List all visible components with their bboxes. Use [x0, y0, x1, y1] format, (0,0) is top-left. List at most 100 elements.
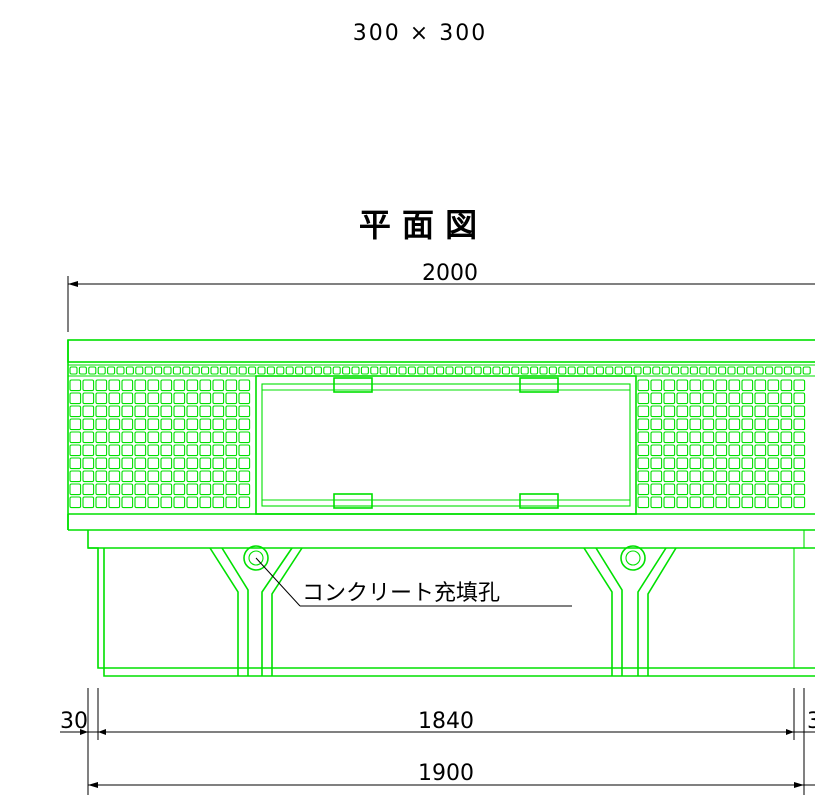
grid-cell	[702, 379, 715, 392]
perforation-cell	[802, 366, 811, 375]
grid-cell	[69, 392, 82, 405]
grid-cell	[95, 444, 108, 457]
perforation-cell	[125, 366, 134, 375]
grid-cell	[741, 457, 754, 470]
perforation-cell	[689, 366, 698, 375]
grid-cell	[689, 483, 702, 496]
grid-cell	[793, 444, 806, 457]
grid-cell	[121, 418, 134, 431]
grid-cell	[108, 418, 121, 431]
grid-cell	[780, 457, 793, 470]
perforation-cell	[624, 366, 633, 375]
grid-cell	[95, 470, 108, 483]
grid-cell	[160, 457, 173, 470]
grid-cell	[186, 379, 199, 392]
grid-cell	[793, 483, 806, 496]
grid-cell	[238, 418, 251, 431]
grid-cell	[741, 379, 754, 392]
perforation-cell	[708, 366, 717, 375]
grid-cell	[637, 470, 650, 483]
grid-cell	[186, 496, 199, 509]
grid-cell	[650, 379, 663, 392]
grid-cell	[160, 418, 173, 431]
perforation-cell	[191, 366, 200, 375]
perforation-cell	[436, 366, 445, 375]
grid-cell	[689, 379, 702, 392]
perforation-cell	[699, 366, 708, 375]
perforation-cell	[642, 366, 651, 375]
perforation-cell	[360, 366, 369, 375]
perforation-cell	[605, 366, 614, 375]
grid-cell	[199, 470, 212, 483]
grid-cell	[108, 405, 121, 418]
grid-cell	[780, 418, 793, 431]
grid-cell	[754, 405, 767, 418]
grid-cell	[715, 392, 728, 405]
grid-cell	[147, 444, 160, 457]
grid-cell	[134, 431, 147, 444]
grid-cell	[793, 431, 806, 444]
grid-cell	[715, 405, 728, 418]
grid-cell	[780, 392, 793, 405]
grid-cell	[147, 392, 160, 405]
grid-cell	[212, 392, 225, 405]
grid-cell	[95, 405, 108, 418]
grid-cell	[702, 444, 715, 457]
grid-cell	[121, 392, 134, 405]
grid-cell	[199, 392, 212, 405]
grid-cell	[702, 418, 715, 431]
grid-cell	[650, 444, 663, 457]
block-base	[87, 530, 815, 677]
perforation-cell	[520, 366, 529, 375]
grid-cell	[767, 483, 780, 496]
grid-cell	[637, 496, 650, 509]
grid-cell	[160, 483, 173, 496]
perforation-cell	[295, 366, 304, 375]
bottom-dimensions	[60, 688, 815, 795]
overall-dimension: 2000	[67, 261, 815, 332]
grid-cell	[715, 418, 728, 431]
grid-cell	[108, 379, 121, 392]
grid-cell	[199, 444, 212, 457]
grid-cell	[702, 392, 715, 405]
grid-cell	[715, 483, 728, 496]
grid-cell	[134, 444, 147, 457]
perforation-cell	[718, 366, 727, 375]
grid-cell	[134, 483, 147, 496]
grid-cell	[754, 457, 767, 470]
grid-cell	[95, 418, 108, 431]
grid-cell	[238, 470, 251, 483]
grid-cell	[793, 470, 806, 483]
grid-cell	[134, 379, 147, 392]
grid-cell	[121, 379, 134, 392]
block-middle-edge	[67, 340, 815, 531]
perforation-cell	[567, 366, 576, 375]
grid-cell	[69, 418, 82, 431]
grid-cell	[186, 431, 199, 444]
grid-cell	[69, 405, 82, 418]
perforation-cell	[69, 366, 78, 375]
perforation-cell	[614, 366, 623, 375]
perforation-cell	[558, 366, 567, 375]
grid-cell	[173, 470, 186, 483]
grid-cell	[741, 444, 754, 457]
perforation-cell	[736, 366, 745, 375]
perforation-cell	[172, 366, 181, 375]
grid-cell	[650, 470, 663, 483]
grid-cell	[238, 379, 251, 392]
grid-cell	[689, 496, 702, 509]
grid-cell	[121, 496, 134, 509]
grid-cell	[793, 418, 806, 431]
perforation-cell	[276, 366, 285, 375]
perforation-cell	[229, 366, 238, 375]
grid-cell	[69, 496, 82, 509]
grid-cell	[650, 418, 663, 431]
grid-cell	[767, 444, 780, 457]
perforation-cell	[351, 366, 360, 375]
grid-cell	[134, 496, 147, 509]
perforation-cell	[116, 366, 125, 375]
grid-cell	[238, 444, 251, 457]
grid-cell	[199, 483, 212, 496]
perforation-cell	[248, 366, 257, 375]
grid-cell	[767, 496, 780, 509]
